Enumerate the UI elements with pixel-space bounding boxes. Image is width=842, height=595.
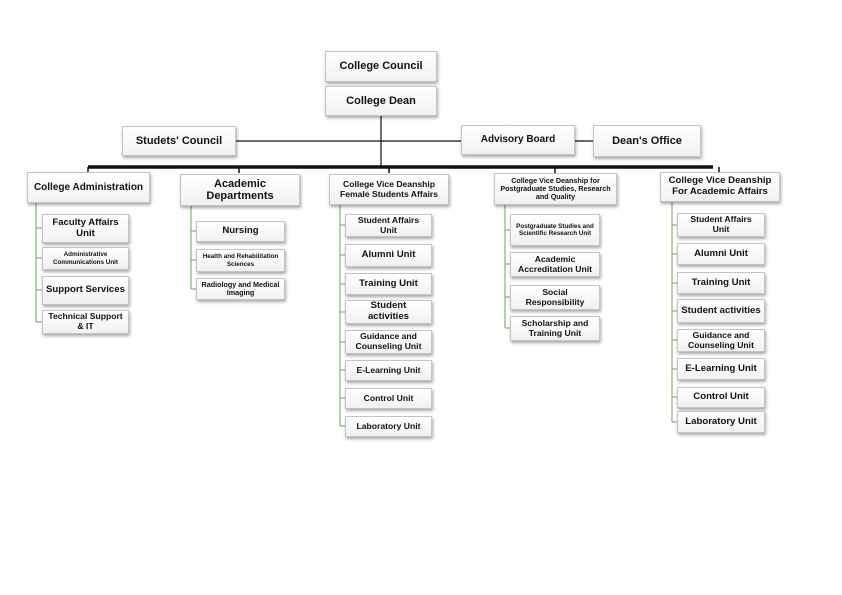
dept-header-postgraduate-research-quality: College Vice Deanship for Postgraduate S…	[494, 173, 617, 205]
unit-academic-training: Training Unit	[677, 272, 765, 294]
unit-faculty-affairs: Faculty Affairs Unit	[42, 214, 129, 243]
unit-social-responsibility: Social Responsibility	[510, 285, 600, 310]
unit-technical-support-it: Technical Support & IT	[42, 310, 129, 334]
students-council-box: Studets' Council	[122, 126, 236, 156]
unit-female-training: Training Unit	[345, 273, 432, 295]
deans-office-box: Dean's Office	[593, 125, 701, 157]
unit-nursing: Nursing	[196, 221, 285, 242]
unit-female-student-activities: Student activities	[345, 300, 432, 324]
unit-female-student-affairs: Student Affairs Unit	[345, 214, 432, 237]
unit-academic-student-activities: Student activities	[677, 299, 765, 323]
unit-postgraduate-scientific-research: Postgraduate Studies and Scientific Rese…	[510, 214, 600, 246]
dept-header-academic-affairs: College Vice Deanship For Academic Affai…	[660, 172, 780, 202]
college-council-box: College Council	[325, 51, 437, 82]
unit-administrative-communications: Administrative Communications Unit	[42, 247, 129, 270]
unit-academic-guidance-counseling: Guidance and Counseling Unit	[677, 329, 765, 352]
dept-header-college-administration: College Administration	[27, 172, 150, 203]
advisory-board-box: Advisory Board	[461, 125, 575, 155]
unit-academic-control: Control Unit	[677, 387, 765, 408]
unit-scholarship-training: Scholarship and Training Unit	[510, 316, 600, 341]
unit-academic-accreditation: Academic Accreditation Unit	[510, 252, 600, 277]
unit-academic-e-learning: E-Learning Unit	[677, 358, 765, 380]
dept-header-academic-departments: Academic Departments	[180, 174, 300, 206]
unit-female-control: Control Unit	[345, 388, 432, 409]
unit-academic-laboratory: Laboratory Unit	[677, 411, 765, 433]
unit-academic-student-affairs: Student Affairs Unit	[677, 213, 765, 237]
unit-radiology-medical-imaging: Radiology and Medical Imaging	[196, 278, 285, 300]
unit-female-e-learning: E-Learning Unit	[345, 360, 432, 381]
college-dean-box: College Dean	[325, 86, 437, 116]
unit-female-guidance-counseling: Guidance and Counseling Unit	[345, 330, 432, 354]
unit-academic-alumni: Alumni Unit	[677, 243, 765, 265]
unit-female-laboratory: Laboratory Unit	[345, 416, 432, 437]
unit-support-services: Support Services	[42, 276, 129, 305]
unit-female-alumni: Alumni Unit	[345, 244, 432, 267]
unit-health-rehabilitation-sciences: Health and Rehabilitation Sciences	[196, 249, 285, 272]
dept-header-female-students-affairs: College Vice Deanship Female Students Af…	[329, 174, 449, 205]
